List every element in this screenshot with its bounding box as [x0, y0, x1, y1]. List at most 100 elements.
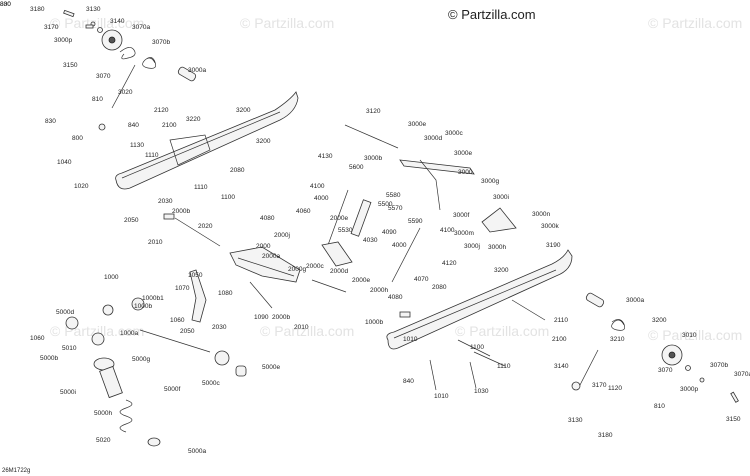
part-callout-3020: 3020: [118, 89, 133, 96]
part-callout-2000b: 2000b: [172, 208, 190, 215]
shaft-2110: [473, 351, 506, 367]
part-callout-3120: 3120: [366, 108, 381, 115]
part-callout-5000i: 5000i: [60, 389, 76, 396]
part-callout-2000: 2000: [256, 243, 271, 250]
part-callout-3000p: 3000p: [680, 386, 698, 393]
rail-bracket-2080: [169, 134, 211, 166]
spring-rod-3010: [579, 349, 599, 386]
rod-4000-right: [391, 227, 421, 283]
part-callout-5500: 5500: [378, 201, 393, 208]
part-callout-3200: 3200: [256, 138, 271, 145]
part-callout-1000b1: 1000b1: [142, 295, 164, 302]
part-callout-4130: 4130: [318, 153, 333, 160]
bolt-1120: [469, 361, 477, 389]
spring-rod-3020: [111, 64, 136, 109]
wheel-hub-bottom: [668, 351, 676, 359]
part-callout-2000e: 2000e: [352, 277, 370, 284]
part-callout-3140: 3140: [110, 18, 125, 25]
part-callout-5570: 5570: [388, 205, 403, 212]
part-callout-3070a: 3070a: [132, 24, 150, 31]
front-arm-brace: [237, 257, 295, 277]
part-callout-1010: 1010: [403, 336, 418, 343]
part-callout-3070a: 3070a: [734, 371, 750, 378]
part-callout-1040: 1040: [57, 159, 72, 166]
shaft-2100: [457, 339, 491, 357]
part-callout-2080: 2080: [230, 167, 245, 174]
bushing-800: [98, 123, 106, 131]
part-callout-3000g: 3000g: [481, 178, 499, 185]
eyelet-5000b: [91, 332, 105, 346]
part-callout-800: 800: [0, 1, 11, 8]
crossbar-3000: [399, 159, 475, 175]
rear-bracket-3000h: [481, 207, 517, 233]
part-callout-1090: 1090: [254, 314, 269, 321]
part-callout-840: 840: [403, 378, 414, 385]
part-callout-810: 810: [654, 403, 665, 410]
part-callout-2120: 2120: [154, 107, 169, 114]
part-callout-5580: 5580: [386, 192, 401, 199]
wheel-1000b1: [131, 297, 145, 311]
watermark: © Partzilla.com: [50, 15, 144, 31]
part-callout-2050: 2050: [180, 328, 195, 335]
part-callout-3200: 3200: [494, 267, 509, 274]
part-callout-2100: 2100: [552, 336, 567, 343]
part-callout-3220: 3220: [186, 116, 201, 123]
shaft-3120: [344, 124, 399, 149]
washer-1000b: [102, 304, 114, 316]
part-callout-3210: 3210: [610, 336, 625, 343]
part-callout-5530: 5530: [338, 227, 353, 234]
part-callout-4000: 4000: [392, 242, 407, 249]
part-callout-2110: 2110: [554, 317, 568, 324]
front-arm-2000: [229, 246, 301, 283]
part-callout-1050: 1050: [188, 272, 203, 279]
part-callout-3000b: 3000b: [364, 155, 382, 162]
part-callout-5000b: 5000b: [40, 355, 58, 362]
slide-rail-right: [386, 249, 573, 350]
part-callout-3000f: 3000f: [453, 212, 469, 219]
part-callout-3000h: 3000h: [488, 244, 506, 251]
part-callout-2030: 2030: [158, 198, 173, 205]
part-callout-2000j: 2000j: [274, 232, 290, 239]
spacer-3140-right: [685, 365, 691, 371]
part-callout-5600: 5600: [349, 164, 364, 171]
nut-3130-right: [699, 377, 705, 383]
part-callout-3130: 3130: [86, 6, 101, 13]
bushing-800-right: [571, 381, 581, 391]
part-callout-2080: 2080: [432, 284, 447, 291]
rod-4000: [327, 189, 349, 246]
part-callout-1120: 1120: [608, 385, 622, 392]
part-callout-1100: 1100: [470, 344, 484, 351]
part-callout-4100: 4100: [310, 183, 325, 190]
shaft-1000a: [139, 329, 211, 353]
part-callout-2050: 2050: [124, 217, 139, 224]
part-callout-3000i: 3000i: [493, 194, 509, 201]
diagram-code: 26M1722g: [2, 468, 30, 474]
part-callout-1100: 1100: [221, 194, 235, 201]
part-callout-5000g: 5000g: [132, 356, 150, 363]
part-callout-1080: 1080: [218, 290, 233, 297]
part-callout-5000h: 5000h: [94, 410, 112, 417]
part-callout-2000c: 2000c: [306, 263, 324, 270]
part-callout-3180: 3180: [598, 432, 613, 439]
part-callout-830: 830: [0, 1, 11, 8]
part-callout-3000d: 3000d: [424, 135, 442, 142]
part-callout-3000m: 3000m: [454, 230, 474, 237]
part-callout-2000d: 2000d: [330, 268, 348, 275]
part-callout-3000e: 3000e: [454, 150, 472, 157]
part-callout-3000n: 3000n: [532, 211, 550, 218]
spacer-3140: [97, 27, 103, 33]
watermark: © Partzilla.com: [260, 323, 354, 339]
watermark: © Partzilla.com: [240, 15, 334, 31]
part-callout-1110: 1110: [497, 363, 511, 370]
part-callout-5010: 5010: [62, 345, 77, 352]
part-callout-2100: 2100: [162, 122, 177, 129]
part-callout-3010: 3010: [682, 332, 697, 339]
rear-arm-link: [419, 159, 441, 211]
part-callout-1000: 1000: [104, 274, 119, 281]
part-callout-3150: 3150: [63, 62, 78, 69]
part-callout-3000k: 3000k: [541, 223, 559, 230]
part-callout-3000a: 3000a: [188, 67, 206, 74]
part-drawings: [63, 9, 739, 447]
torsion-spring-3070b: [142, 57, 157, 69]
